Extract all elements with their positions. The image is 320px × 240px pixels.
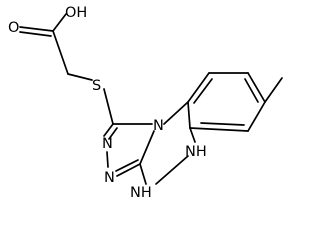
bond-ch2-s [67,73,93,81]
atom-nh-upper-label: NH [185,144,207,160]
bond-s-c1 [103,88,114,125]
bond-benzo-methyl [264,77,283,103]
bond-carboxyl-c-o-double-a [19,26,54,32]
bond-benzo-c7-c6-inner [244,78,259,103]
bond-c1-n2-a [103,123,114,137]
bond-c2-n-bridge [139,130,155,165]
bond-carboxyl-c-ch2 [52,30,69,75]
bond-benzo-c5-c4a-inner [200,122,245,126]
bond-benzo-c6-c5 [247,101,266,132]
bond-n2-n3 [106,151,109,168]
atom-oh-label: OH [65,5,87,21]
atom-carbonyl-o-label: O [8,20,19,36]
atom-triazole-n3-label: N [104,170,115,186]
atom-triazole-n2-label: N [102,136,113,152]
bond-nh-upper-benzo [189,127,196,143]
bond-carboxyl-c-o-double-b [19,31,52,37]
chemical-structure: OH O S N N N NH NH [8,5,283,201]
atom-bridgehead-n-label: N [153,118,164,134]
bond-benzo-c7-c6 [247,72,266,103]
bond-n3-c2-b [115,159,139,172]
bond-n3-c2-a [116,163,141,177]
bond-benzo-c5-c4a [189,127,249,132]
bond-carboxyl-c-oh [52,13,67,32]
bond-nh-lower-nh-upper [155,155,189,185]
bond-benzo-c4a-c8a [187,101,191,129]
bond-c2-nh-lower [139,163,147,185]
bond-benzo-c8a-c8 [187,72,210,103]
bond-n-bridge-benzo [163,101,189,125]
atom-nh-lower-label: NH [130,185,152,201]
bond-c1-n2-b [108,127,118,140]
atom-sulfur-label: S [92,78,101,94]
bond-benzo-c8a-c8-inner [193,78,213,104]
